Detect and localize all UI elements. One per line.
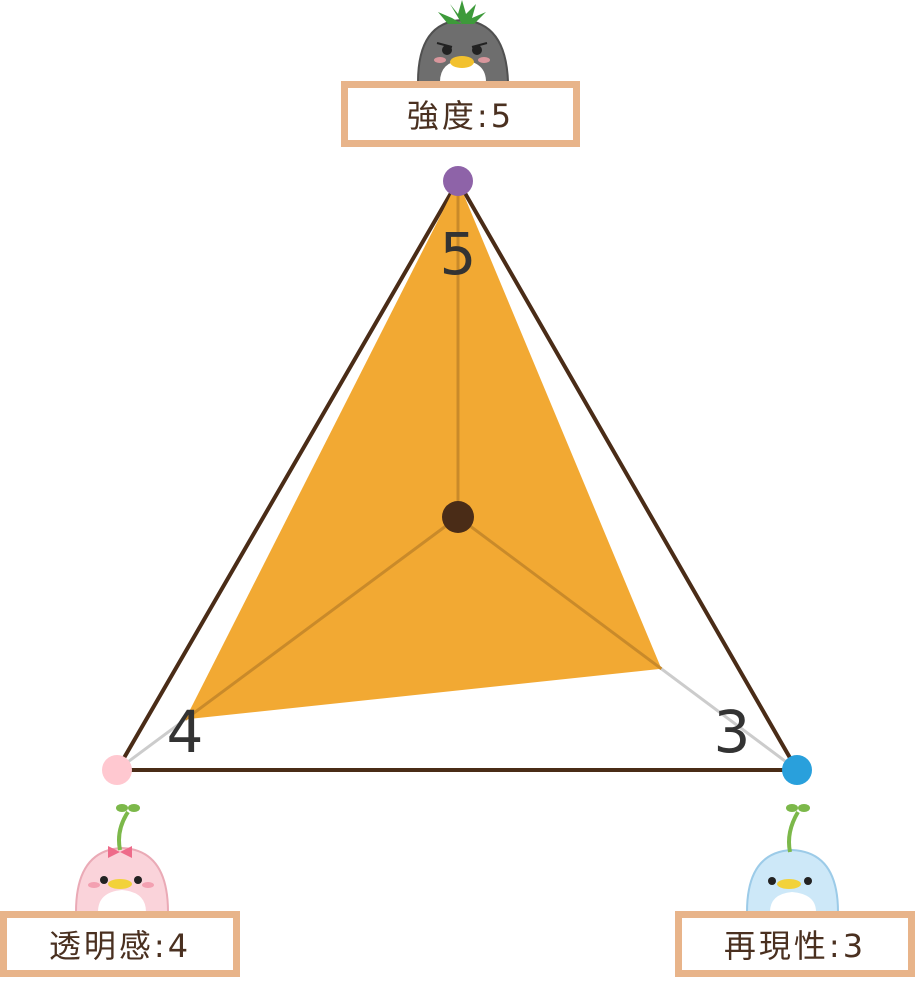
value-label-1: 5 xyxy=(440,220,477,288)
blue-penguin-mascot xyxy=(745,804,840,913)
axis-label-text: 透明感:4 xyxy=(48,927,192,965)
gray-penguin-mascot xyxy=(416,0,510,83)
axis-label-reproducibility: 再現性:3 xyxy=(675,911,915,977)
vertex-point-1 xyxy=(443,166,473,196)
vertex-point-3 xyxy=(782,755,812,785)
axis-label-text: 再現性:3 xyxy=(723,927,867,965)
center-point xyxy=(442,501,474,533)
axis-spoke-inner-3 xyxy=(457,515,663,671)
axis-label-strength: 強度:5 xyxy=(341,81,580,147)
axis-label-transparency: 透明感:4 xyxy=(0,911,240,977)
axis-label-text: 強度:5 xyxy=(406,97,515,135)
vertex-point-2 xyxy=(102,755,132,785)
data-area xyxy=(185,181,662,720)
value-label-2: 4 xyxy=(167,698,204,766)
value-label-3: 3 xyxy=(714,698,751,766)
pink-penguin-mascot xyxy=(74,804,170,913)
outer-frame xyxy=(113,176,801,772)
axis-spoke-inner-2 xyxy=(184,515,459,721)
